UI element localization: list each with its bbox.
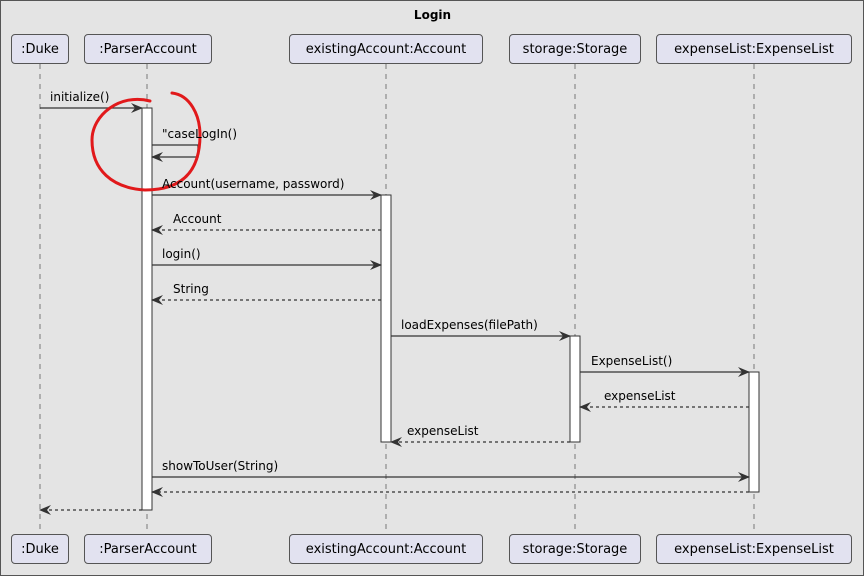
message-label-9: expenseList	[407, 424, 479, 438]
message-label-4: login()	[162, 247, 201, 261]
participant-duke-top: :Duke	[11, 34, 69, 64]
message-label-6: loadExpenses(filePath)	[401, 318, 538, 332]
message-label-5: String	[173, 282, 209, 296]
participant-storage-bottom: storage:Storage	[509, 534, 641, 564]
frame-title: Login	[413, 8, 452, 22]
participant-account-bottom: existingAccount:Account	[289, 534, 483, 564]
message-label-8: expenseList	[604, 389, 676, 403]
participant-parser-bottom: :ParserAccount	[84, 534, 212, 564]
participant-account-top: existingAccount:Account	[289, 34, 483, 64]
participant-parser-top: :ParserAccount	[84, 34, 212, 64]
participant-expenselist-top: expenseList:ExpenseList	[656, 34, 852, 64]
participant-duke-bottom: :Duke	[11, 534, 69, 564]
activation-parser	[141, 107, 153, 511]
message-label-7: ExpenseList()	[591, 354, 673, 368]
activation-storage	[569, 335, 581, 443]
message-label-1: "caseLogIn()	[162, 127, 238, 141]
participant-storage-top: storage:Storage	[509, 34, 641, 64]
activation-expenselist	[748, 371, 760, 493]
message-label-10: showToUser(String)	[162, 459, 279, 473]
message-label-0: initialize()	[50, 90, 110, 104]
message-label-3: Account	[173, 212, 222, 226]
activation-account	[380, 194, 392, 443]
message-label-2: Account(username, password)	[162, 177, 345, 191]
hand-drawn-circle-annotation	[90, 91, 202, 192]
participant-expenselist-bottom: expenseList:ExpenseList	[656, 534, 852, 564]
